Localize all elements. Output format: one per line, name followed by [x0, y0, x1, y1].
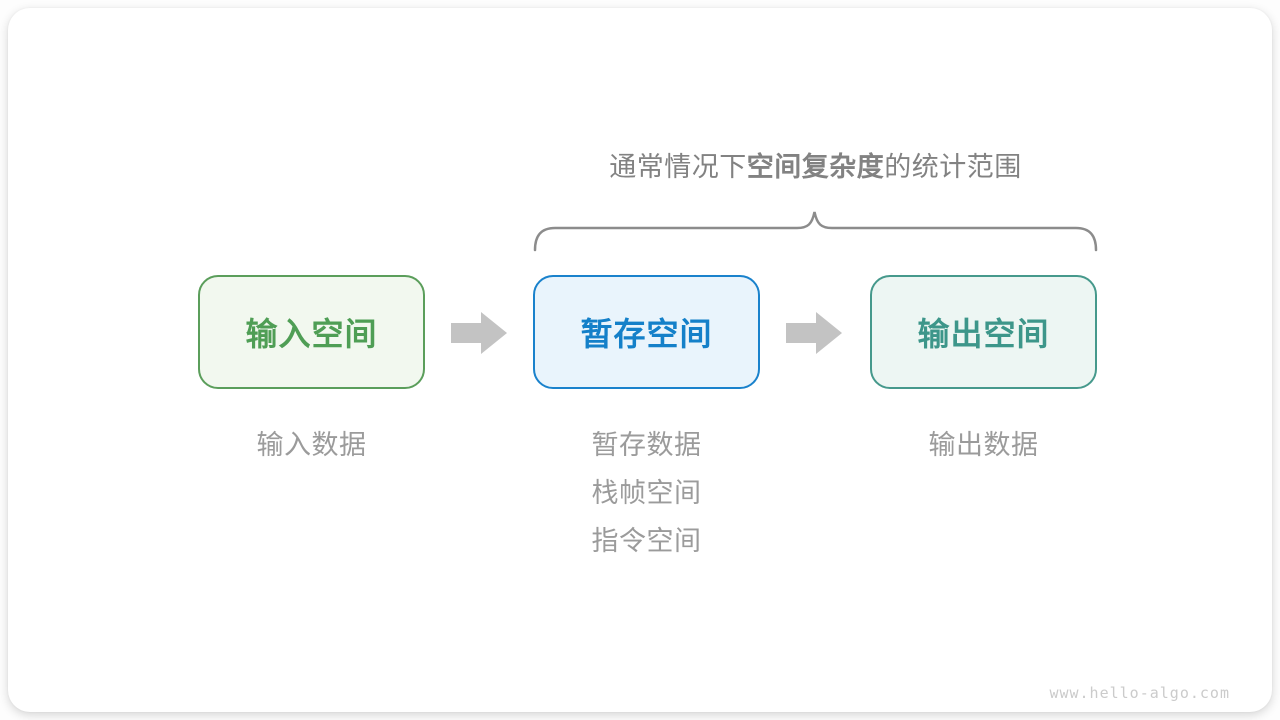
- notes-input-column: 输入数据: [198, 421, 425, 469]
- arrow-right-icon: [451, 312, 507, 354]
- note-stack-frame-space: 栈帧空间: [591, 478, 702, 508]
- box-input-space-label: 输入空间: [245, 316, 378, 352]
- arrow-right-icon: [786, 312, 842, 354]
- box-input-space: 输入空间: [198, 275, 425, 389]
- note-instruction-space: 指令空间: [591, 526, 702, 556]
- scope-title-suffix: 的统计范围: [884, 152, 1022, 182]
- scope-title-prefix: 通常情况下: [609, 152, 747, 182]
- notes-output-column: 输出数据: [870, 421, 1097, 469]
- notes-temp-column: 暂存数据 栈帧空间 指令空间: [533, 421, 760, 565]
- box-temp-space-label: 暂存空间: [580, 316, 713, 352]
- note-input-data: 输入数据: [256, 430, 367, 460]
- diagram-card: 通常情况下空间复杂度的统计范围 输入空间 暂存空间 输出空间 输入数据 暂存数据…: [8, 8, 1272, 712]
- note-temp-data: 暂存数据: [591, 430, 702, 460]
- scope-title: 通常情况下空间复杂度的统计范围: [533, 151, 1098, 183]
- note-output-data: 输出数据: [928, 430, 1039, 460]
- box-output-space-label: 输出空间: [917, 316, 1050, 352]
- scope-title-bold: 空间复杂度: [746, 152, 885, 182]
- box-temp-space: 暂存空间: [533, 275, 760, 389]
- watermark: www.hello-algo.com: [1049, 684, 1230, 702]
- box-output-space: 输出空间: [870, 275, 1097, 389]
